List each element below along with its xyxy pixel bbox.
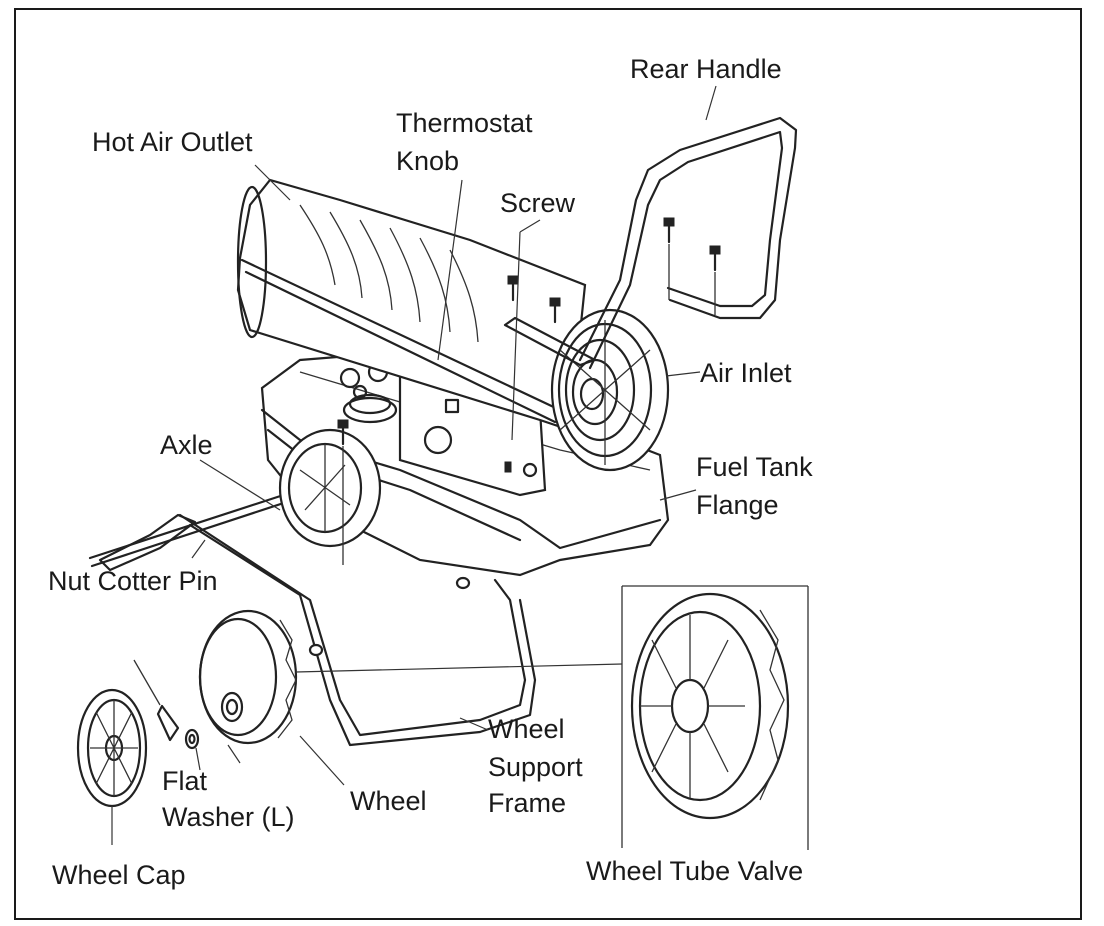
label-wheel-support-line3: Frame <box>488 788 567 818</box>
back-wheel <box>278 428 382 548</box>
label-wheel: Wheel <box>350 786 427 816</box>
label-fuel-tank-line1: Fuel Tank <box>696 452 813 482</box>
cotter-pin-and-washer <box>133 659 200 750</box>
label-wheel-cap: Wheel Cap <box>52 860 186 890</box>
axle <box>88 486 307 568</box>
label-thermostat-line1: Thermostat <box>396 108 533 138</box>
label-flat-washer-line2: Washer (L) <box>162 802 295 832</box>
label-fuel-tank-line2: Flange <box>696 490 779 520</box>
label-screw: Screw <box>500 188 576 218</box>
label-axle: Axle <box>160 430 213 460</box>
wheel-cap <box>76 688 148 808</box>
label-air-inlet: Air Inlet <box>700 358 792 388</box>
label-wheel-tube-valve: Wheel Tube Valve <box>586 856 804 886</box>
leader-lines <box>111 85 717 845</box>
main-wheel <box>198 609 298 745</box>
label-wheel-support-line2: Support <box>488 752 583 782</box>
label-flat-washer-line1: Flat <box>162 766 208 796</box>
screws <box>337 217 721 565</box>
air-inlet-guard <box>550 308 670 472</box>
label-wheel-support-line1: Wheel <box>488 714 565 744</box>
diagram-frame <box>14 8 1082 920</box>
outlet-cylinder <box>236 178 587 432</box>
detail-box <box>295 585 809 850</box>
wheel-support-frame <box>98 513 537 747</box>
label-rear-handle: Rear Handle <box>630 54 782 84</box>
label-hot-air-outlet: Hot Air Outlet <box>92 127 253 157</box>
rear-handle <box>503 116 798 370</box>
label-thermostat-line2: Knob <box>396 146 460 176</box>
detail-wheel <box>630 592 790 820</box>
label-nut-cotter-pin: Nut Cotter Pin <box>48 566 218 596</box>
